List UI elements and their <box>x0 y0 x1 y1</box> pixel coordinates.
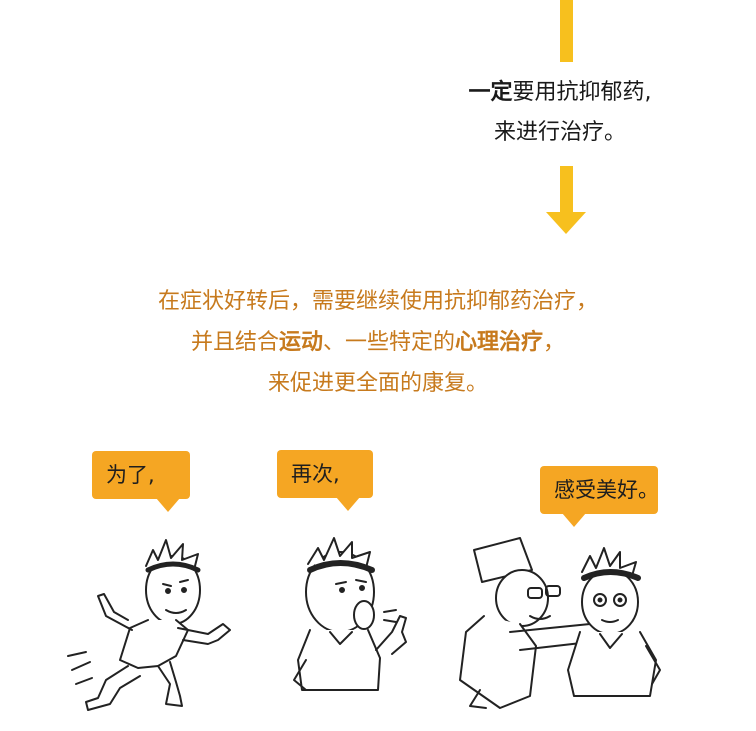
doctor-and-patient-illustration <box>459 537 661 709</box>
speech-bubble-second-tail <box>336 497 360 511</box>
advice-line1: 在症状好转后，需要继续使用抗抑郁药治疗， <box>157 289 598 314</box>
flow-text: 一定要用抗抑郁药, 来进行治疗。 <box>440 73 680 153</box>
advice-text: 在症状好转后，需要继续使用抗抑郁药治疗， 并且结合运动、一些特定的心理治疗， 来… <box>0 281 756 404</box>
advice-line2-part2: 、一些特定的 <box>322 330 455 355</box>
flow-text-line2: 来进行治疗。 <box>493 120 626 145</box>
advice-line3: 来促进更全面的康复。 <box>267 371 488 396</box>
speech-bubble-third-tail <box>562 513 586 527</box>
speech-bubble-third: 感受美好。 <box>540 466 659 514</box>
advice-line2-part1: 并且结合 <box>190 330 279 355</box>
running-man-illustration <box>67 539 231 711</box>
shouting-man-illustration <box>293 537 407 691</box>
advice-line2-part3: ， <box>543 330 566 355</box>
speech-bubble-first-text: 为了, <box>106 463 155 487</box>
speech-bubble-first-tail <box>156 498 180 512</box>
flow-arrow-line-top <box>560 0 573 62</box>
flow-text-emphasis: 一定 <box>468 80 513 105</box>
speech-bubble-third-text: 感受美好。 <box>554 478 659 502</box>
advice-emphasis-exercise: 运动 <box>278 330 323 355</box>
speech-bubble-first: 为了, <box>92 451 190 499</box>
down-arrow-icon <box>546 212 586 234</box>
flow-text-line1: 一定要用抗抑郁药, <box>440 73 680 113</box>
flow-text-line1-rest: 要用抗抑郁药, <box>512 80 652 105</box>
advice-line2: 并且结合运动、一些特定的心理治疗， <box>0 322 756 363</box>
flow-arrow-line-bottom <box>560 166 573 216</box>
speech-bubble-second-text: 再次, <box>291 462 340 486</box>
advice-emphasis-therapy: 心理治疗 <box>455 330 544 355</box>
speech-bubble-second: 再次, <box>277 450 373 498</box>
